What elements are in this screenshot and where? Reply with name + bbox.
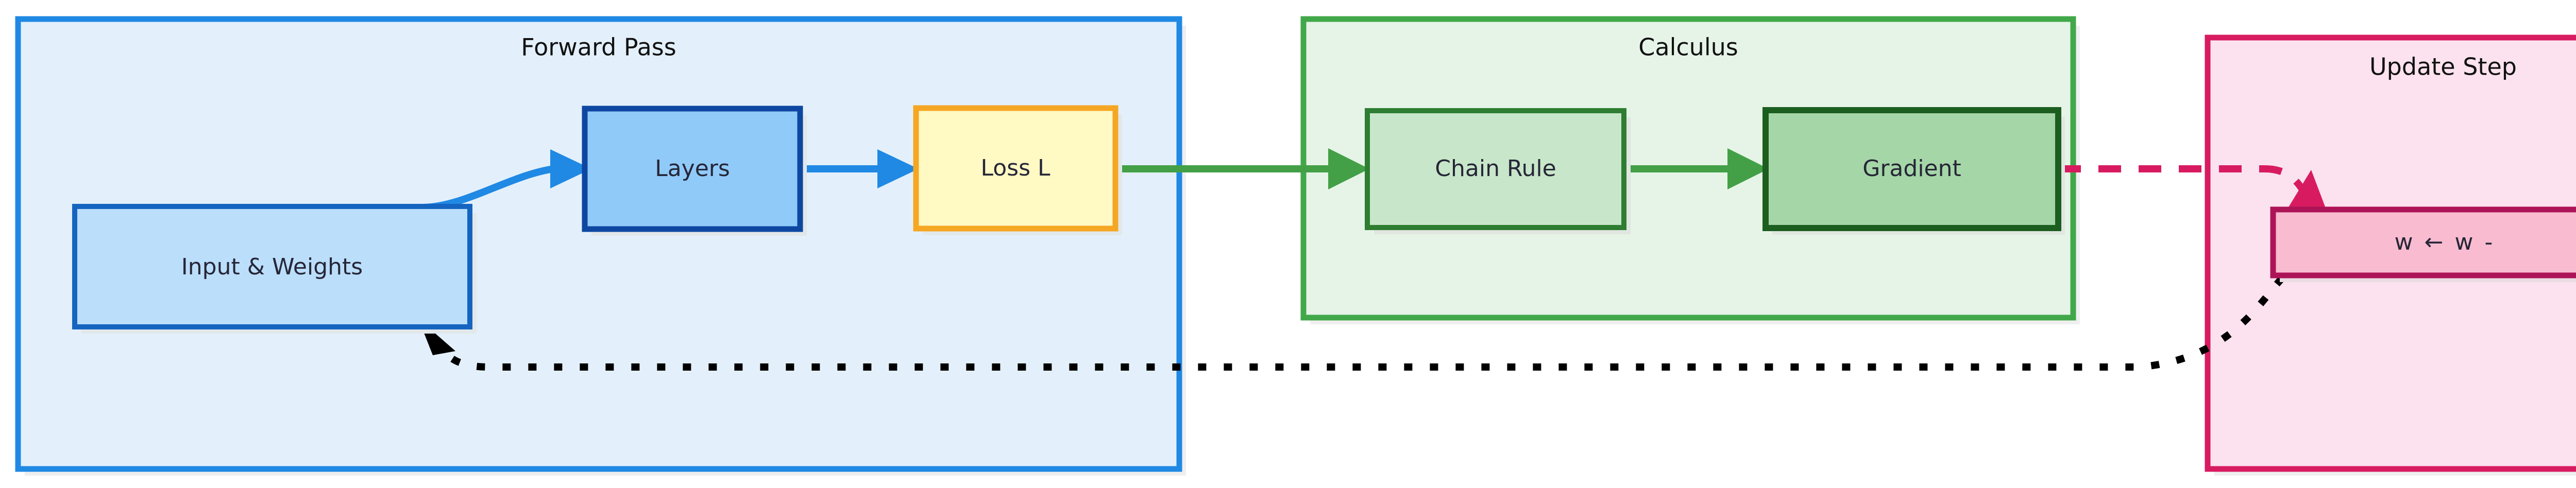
- chain-rule-box: [1365, 108, 1626, 230]
- forward-pass-title: Forward Pass: [521, 33, 676, 61]
- edge-layers-to-loss: [800, 149, 919, 188]
- node-input-weights[interactable]: Input & Weights: [72, 204, 472, 329]
- edge-gradient-to-weight-update: [2058, 165, 2327, 212]
- gradient-box: [1762, 107, 2061, 231]
- edge-loss-to-chain-rule-arrowhead: [1328, 148, 1369, 189]
- input-weights-box: [72, 204, 472, 329]
- update-step-title: Update Step: [2369, 53, 2517, 81]
- node-weight-update[interactable]: w ← w -: [2270, 206, 2576, 278]
- edge-gradient-to-weight-update-arrowhead: [2288, 170, 2327, 212]
- edge-layers-to-loss-arrowhead: [877, 149, 919, 188]
- gradient-label: Gradient: [1862, 155, 1961, 182]
- weight-update-label: w ← w -: [2395, 229, 2495, 255]
- node-chain-rule[interactable]: Chain Rule: [1365, 108, 1626, 230]
- calculus-title: Calculus: [1638, 33, 1738, 61]
- loss-l-box: [913, 105, 1118, 232]
- edge-chain-rule-to-gradient: [1624, 148, 1769, 189]
- weight-update-box: [2270, 206, 2576, 278]
- edge-input-to-layers-arrowhead: [550, 149, 591, 188]
- loss-l-label: Loss L: [980, 155, 1050, 181]
- input-weights-label: Input & Weights: [181, 254, 363, 280]
- edge-chain-rule-to-gradient-arrowhead: [1727, 148, 1769, 189]
- node-layers[interactable]: Layers: [582, 106, 803, 232]
- edge-weight-update-to-input-path: [437, 275, 2285, 371]
- layers-box: [582, 106, 803, 232]
- edge-loss-to-chain-rule: [1114, 148, 1369, 189]
- layers-label: Layers: [655, 155, 730, 182]
- node-loss-l[interactable]: Loss L: [913, 105, 1118, 232]
- node-gradient[interactable]: Gradient: [1762, 107, 2061, 231]
- chain-rule-label: Chain Rule: [1435, 155, 1556, 182]
